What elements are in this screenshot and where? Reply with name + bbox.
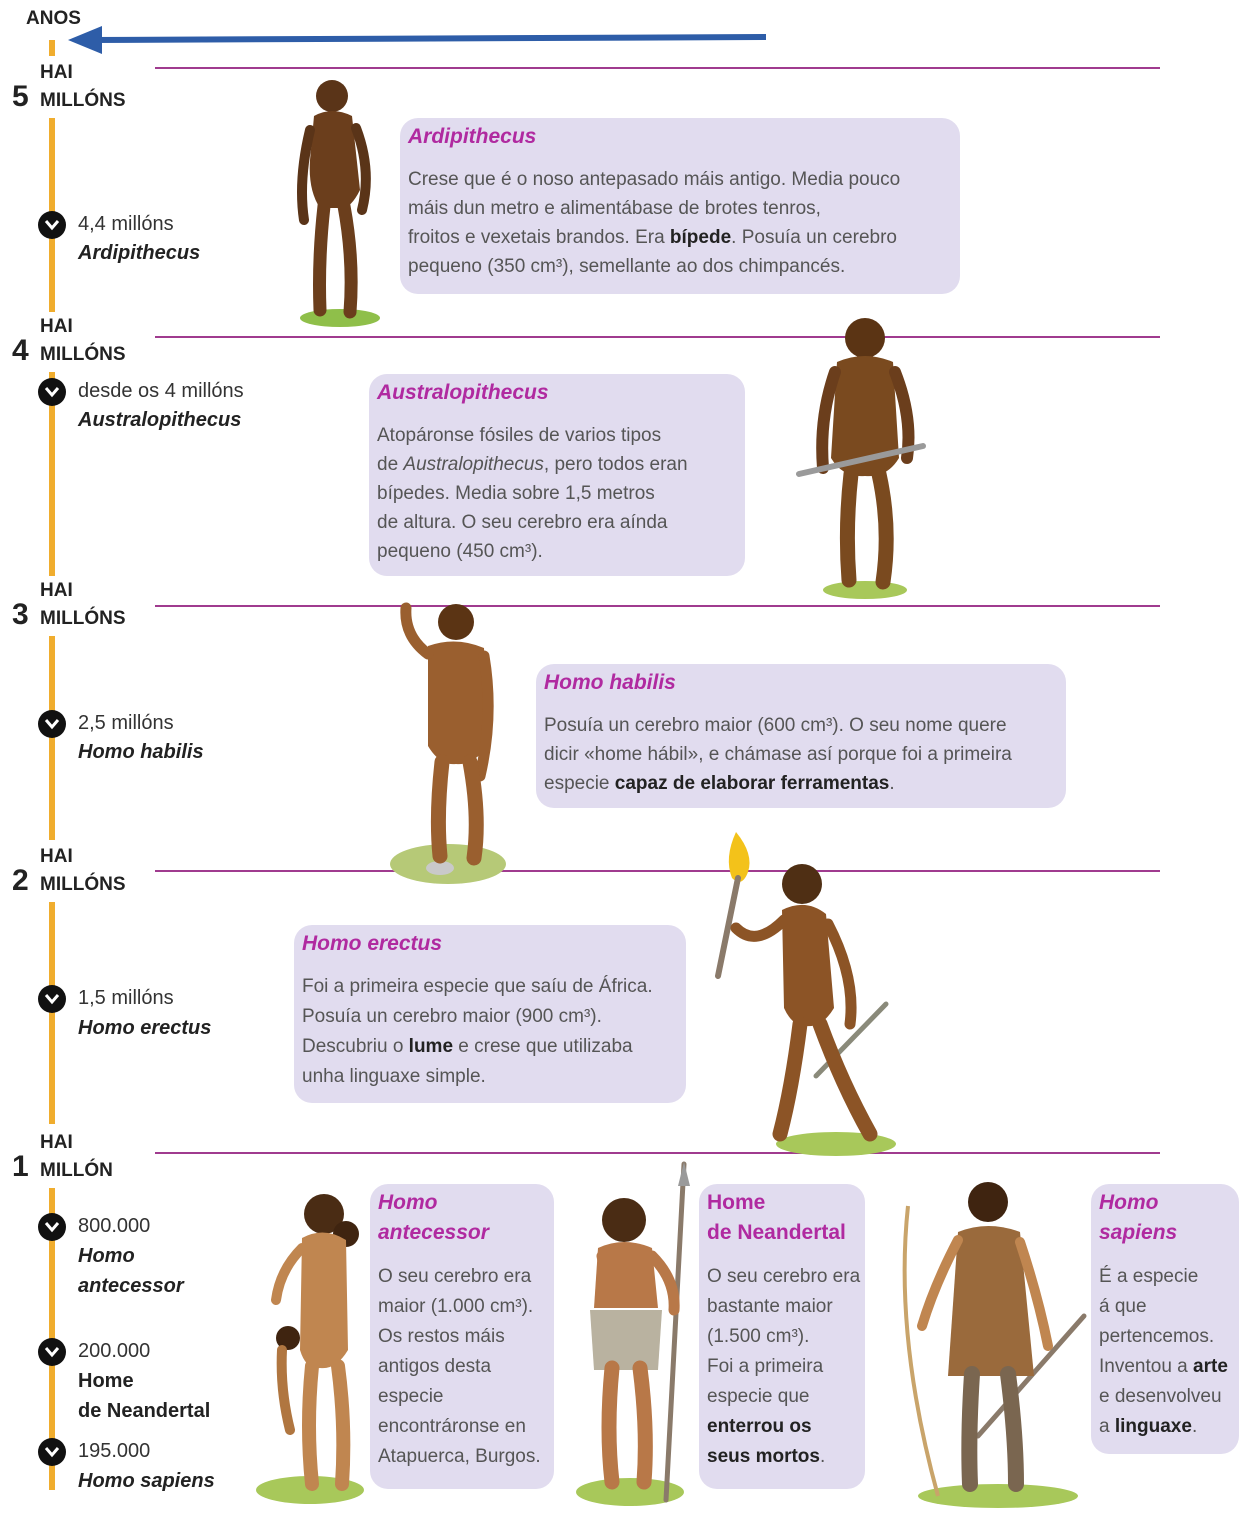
divider-line [155,605,1160,607]
homo-habilis-figure [384,596,514,888]
homo-erectus-figure [706,828,906,1160]
divider-line [155,870,1160,872]
australopithecus-figure [795,308,935,600]
box-title: Home [707,1188,765,1218]
time-arrow [60,24,770,58]
timeline-segment [49,636,55,840]
box-homo-erectus: Homo erectus Foi a primeira especie que … [294,925,686,1103]
box-homo-sapiens: Homo sapiens É a especie á que pertencem… [1091,1184,1239,1454]
ardipithecus-figure [280,70,390,328]
chevron-down-icon [38,1213,66,1241]
chevron-down-icon [38,1338,66,1366]
box-title: Homo erectus [302,929,442,959]
divider-line [155,1152,1160,1154]
box-homo-habilis: Homo habilis Posuía un cerebro maior (60… [536,664,1066,808]
timeline-segment [49,902,55,1124]
neandertal-figure [568,1160,696,1510]
homo-sapiens-figure [898,1176,1094,1510]
box-title: Homo [1099,1188,1159,1218]
divider-line [155,336,1160,338]
divider-line [155,67,1160,69]
box-homo-antecessor: Homo antecessor O seu cerebro era maior … [370,1184,554,1489]
homo-antecessor-figure [250,1190,368,1506]
timeline-segment [49,40,55,56]
box-title: Homo habilis [544,668,676,698]
box-ardipithecus: Ardipithecus Crese que é o noso antepasa… [400,118,960,294]
chevron-down-icon [38,211,66,239]
chevron-down-icon [38,378,66,406]
box-title: Homo [378,1188,438,1218]
chevron-down-icon [38,1438,66,1466]
box-title: Australopithecus [377,378,549,408]
box-australopithecus: Australopithecus Atopáronse fósiles de v… [369,374,745,576]
chevron-down-icon [38,710,66,738]
chevron-down-icon [38,985,66,1013]
box-neandertal: Home de Neandertal O seu cerebro era bas… [699,1184,865,1489]
box-title: Ardipithecus [408,122,536,152]
